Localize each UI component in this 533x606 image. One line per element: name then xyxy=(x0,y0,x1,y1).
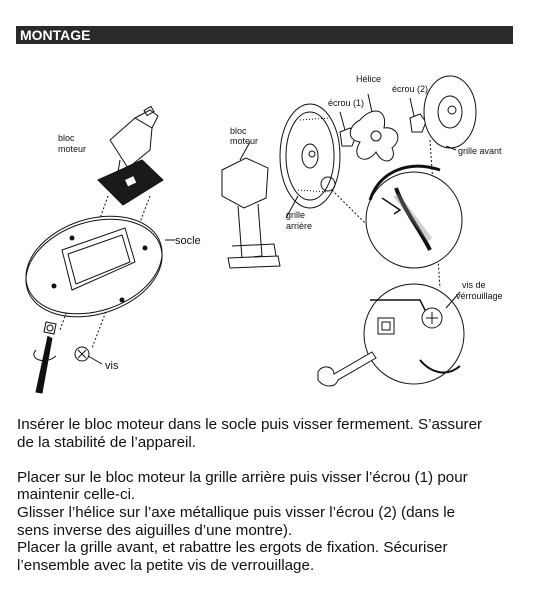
label-vis: vis xyxy=(105,360,119,372)
figure-labels: bloc moteur socle vis bloc moteur grille… xyxy=(58,74,503,372)
instructions-text: Insérer le bloc moteur dans le socle pui… xyxy=(17,416,517,574)
right-assembly-drawing xyxy=(221,75,477,387)
label-socle: socle xyxy=(175,235,201,247)
instruction-line: Glisser l’hélice sur l’axe métallique pu… xyxy=(17,503,456,521)
assembly-illustration: bloc moteur socle vis bloc moteur grille… xyxy=(25,74,503,394)
left-assembly-drawing xyxy=(25,105,175,394)
label-bloc-moteur-left-1: bloc xyxy=(58,133,75,143)
label-vis-verrouillage-2: vérrouillage xyxy=(456,291,503,301)
instruction-line: sens inverse des aiguilles d’une montre)… xyxy=(17,521,293,539)
instruction-line: Placer sur le bloc moteur la grille arri… xyxy=(17,468,468,486)
label-vis-verrouillage-1: vis de xyxy=(462,280,486,290)
label-grille-avant: grille avant xyxy=(458,146,502,156)
label-bloc-moteur-right-2: moteur xyxy=(230,136,258,146)
label-helice: Hélice xyxy=(356,74,381,84)
label-bloc-moteur-left-2: moteur xyxy=(58,144,86,154)
label-grille-arriere-1: grille xyxy=(286,210,305,220)
label-grille-arriere-2: arrière xyxy=(286,221,312,231)
instruction-line: Insérer le bloc moteur dans le socle pui… xyxy=(17,416,483,433)
section-title: MONTAGE xyxy=(20,27,91,43)
instruction-line: l’ensemble avec la petite vis de verroui… xyxy=(17,556,315,574)
section-header: MONTAGE xyxy=(16,26,513,44)
instruction-line: Placer la grille avant, et rabattre les … xyxy=(17,539,448,557)
label-ecrou-1: écrou (1) xyxy=(328,98,364,108)
instruction-line: maintenir celle-ci. xyxy=(17,486,136,504)
label-ecrou-2: écrou (2) xyxy=(392,84,428,94)
label-bloc-moteur-right-1: bloc xyxy=(230,126,247,136)
instruction-line: de la stabilité de l’appareil. xyxy=(17,433,196,451)
